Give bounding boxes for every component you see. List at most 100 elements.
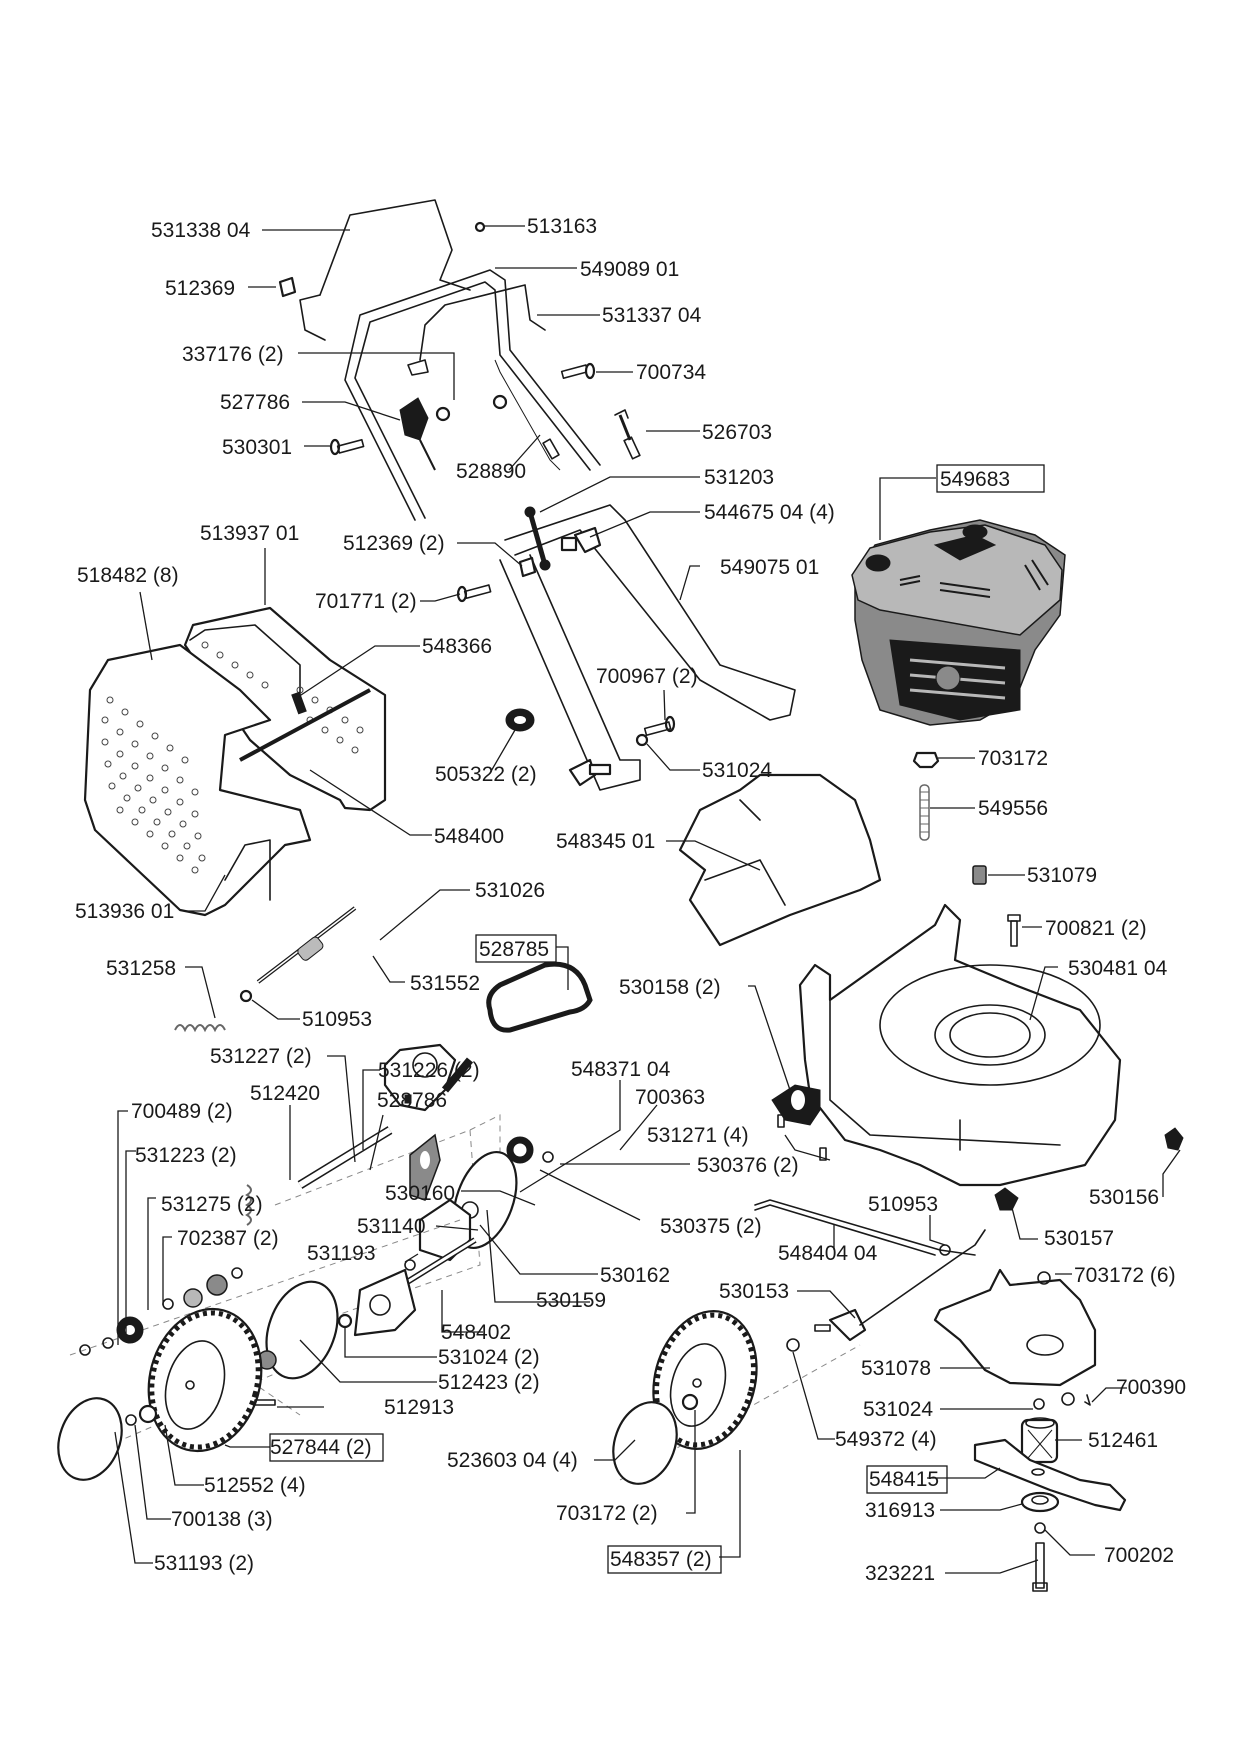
bag-rod-548400: [239, 688, 371, 762]
part-label[interactable]: 530375 (2): [660, 1215, 762, 1238]
part-label[interactable]: 549075 01: [720, 556, 819, 579]
part-label[interactable]: 512552 (4): [204, 1474, 306, 1497]
part-label[interactable]: 531024 (2): [438, 1346, 540, 1369]
part-label[interactable]: 531338 04: [151, 219, 251, 242]
part-label[interactable]: 512369 (2): [343, 532, 445, 555]
rear-axle-548404: [754, 1199, 976, 1256]
part-label[interactable]: 548404 04: [778, 1242, 878, 1265]
part-label[interactable]: 548400: [434, 825, 504, 848]
part-label[interactable]: 700821 (2): [1045, 917, 1147, 940]
part-label[interactable]: 513936 01: [75, 900, 174, 923]
part-label[interactable]: 700363: [635, 1086, 705, 1109]
part-label[interactable]: 337176 (2): [182, 343, 284, 366]
hubcap-plate-512423: [265, 1280, 339, 1380]
part-label[interactable]: 703172 (6): [1074, 1264, 1176, 1287]
part-label[interactable]: 549683: [940, 468, 1010, 491]
part-label[interactable]: 531024: [863, 1398, 933, 1421]
part-label[interactable]: 512913: [384, 1396, 454, 1419]
part-label[interactable]: 510953: [302, 1008, 372, 1031]
part-label[interactable]: 523603 04 (4): [447, 1449, 578, 1472]
bolt-531271: [777, 1114, 827, 1161]
part-label[interactable]: 549372 (4): [835, 1428, 937, 1451]
part-label[interactable]: 531227 (2): [210, 1045, 312, 1068]
part-label[interactable]: 530162: [600, 1264, 670, 1287]
part-label[interactable]: 531271 (4): [647, 1124, 749, 1147]
nut-512369-2: [518, 556, 537, 578]
part-label[interactable]: 548345 01: [556, 830, 655, 853]
part-label[interactable]: 703172 (2): [556, 1502, 658, 1525]
part-label[interactable]: 548357 (2): [610, 1548, 712, 1571]
part-label[interactable]: 530301: [222, 436, 292, 459]
nut-531193: [404, 1259, 416, 1271]
blade-548415: [973, 1438, 1127, 1512]
part-label[interactable]: 531193: [307, 1242, 376, 1265]
part-label[interactable]: 513163: [527, 215, 597, 238]
part-label[interactable]: 528785: [479, 938, 549, 961]
part-label[interactable]: 531024: [702, 759, 772, 782]
part-label[interactable]: 700390: [1116, 1376, 1186, 1399]
part-label[interactable]: 549089 01: [580, 258, 679, 281]
part-label[interactable]: 505322 (2): [435, 763, 537, 786]
part-label[interactable]: 544675 04 (4): [704, 501, 835, 524]
part-label[interactable]: 531226 (2): [378, 1059, 480, 1082]
washer-700202: [1034, 1522, 1046, 1534]
part-label[interactable]: 527844 (2): [270, 1436, 372, 1459]
part-label[interactable]: 700734: [636, 361, 706, 384]
part-label[interactable]: 702387 (2): [177, 1227, 279, 1250]
knob-505322: [505, 708, 535, 732]
part-label[interactable]: 700202: [1104, 1544, 1174, 1567]
part-label[interactable]: 530159: [536, 1289, 606, 1312]
part-label[interactable]: 530160: [385, 1182, 455, 1205]
part-label[interactable]: 700138 (3): [171, 1508, 273, 1531]
part-label[interactable]: 531552: [410, 972, 480, 995]
part-label[interactable]: 548371 04: [571, 1058, 671, 1081]
part-label[interactable]: 548415: [869, 1468, 939, 1491]
bushing-702387: [183, 1288, 203, 1308]
part-label[interactable]: 531140: [357, 1215, 426, 1238]
part-label[interactable]: 531026: [475, 879, 545, 902]
part-label[interactable]: 701771 (2): [315, 590, 417, 613]
part-label[interactable]: 531337 04: [602, 304, 702, 327]
grass-bag-513936: [83, 641, 364, 917]
cable-528890: [494, 359, 561, 471]
part-label[interactable]: 526703: [702, 421, 772, 444]
gear-530375: [506, 1136, 534, 1164]
part-label[interactable]: 510953: [868, 1193, 938, 1216]
part-label[interactable]: 316913: [865, 1499, 935, 1522]
part-label[interactable]: 530153: [719, 1280, 789, 1303]
part-label[interactable]: 531193 (2): [154, 1552, 254, 1575]
washer-510953: [239, 989, 253, 1003]
part-label[interactable]: 531258: [106, 957, 176, 980]
part-label[interactable]: 548402: [441, 1321, 511, 1344]
part-label[interactable]: 513937 01: [200, 522, 299, 545]
washer-702387: [162, 1298, 174, 1310]
part-label[interactable]: 530376 (2): [697, 1154, 799, 1177]
spring-washer-530376: [542, 1151, 554, 1163]
part-label[interactable]: 531203: [704, 466, 774, 489]
part-label[interactable]: 531078: [861, 1357, 931, 1380]
part-label[interactable]: 323221: [865, 1562, 935, 1585]
bracket-530158: [771, 1084, 821, 1126]
part-label[interactable]: 512461: [1088, 1429, 1158, 1452]
box-528785: [475, 934, 557, 963]
part-label[interactable]: 512420: [250, 1082, 320, 1105]
screw-700734: [560, 362, 596, 380]
part-label[interactable]: 700489 (2): [131, 1100, 233, 1123]
part-label[interactable]: 530481 04: [1068, 957, 1168, 980]
part-label[interactable]: 531079: [1027, 864, 1097, 887]
part-label[interactable]: 703172: [978, 747, 1048, 770]
part-label[interactable]: 530157: [1044, 1227, 1114, 1250]
part-label[interactable]: 512369: [165, 277, 235, 300]
part-label[interactable]: 530158 (2): [619, 976, 721, 999]
part-label[interactable]: 531223 (2): [135, 1144, 237, 1167]
part-label[interactable]: 528890: [456, 460, 526, 483]
part-label[interactable]: 528786: [377, 1089, 447, 1112]
part-label[interactable]: 700967 (2): [596, 665, 698, 688]
part-label[interactable]: 530156: [1089, 1186, 1159, 1209]
part-label[interactable]: 512423 (2): [438, 1371, 540, 1394]
part-label[interactable]: 549556: [978, 797, 1048, 820]
part-label[interactable]: 548366: [422, 635, 492, 658]
part-label[interactable]: 527786: [220, 391, 290, 414]
part-label[interactable]: 531275 (2): [161, 1193, 263, 1216]
part-label[interactable]: 518482 (8): [77, 564, 179, 587]
